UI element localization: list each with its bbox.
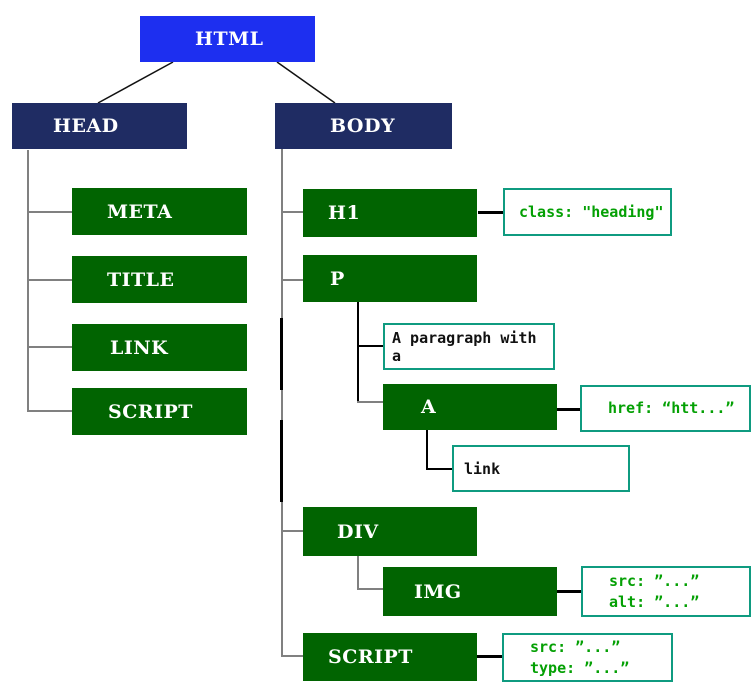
- node-link: LINK: [72, 324, 247, 371]
- annotation-img-attrs: src: ”...” alt: ”...”: [581, 566, 751, 617]
- body-trunk-line: [281, 148, 283, 656]
- annotation-a-href-text: href: “htt...”: [608, 399, 735, 417]
- edge-a-link-text: [426, 468, 452, 470]
- a-trunk-line: [426, 430, 428, 470]
- edge-div-img: [357, 588, 383, 590]
- node-head-script-label: SCRIPT: [108, 400, 193, 423]
- node-html-label: HTML: [195, 28, 264, 50]
- edge-img-annotation: [557, 590, 581, 593]
- node-head-label: HEAD: [53, 115, 119, 137]
- text-node-paragraph: A paragraph with a: [383, 323, 555, 370]
- node-head: HEAD: [12, 103, 187, 149]
- edge-h1-annotation: [478, 211, 503, 214]
- node-meta: META: [72, 188, 247, 235]
- node-title-label: TITLE: [107, 268, 175, 291]
- node-div: DIV: [303, 507, 477, 556]
- node-div-label: DIV: [337, 520, 379, 543]
- text-node-paragraph-label: A paragraph with a: [392, 328, 537, 365]
- node-body-script: SCRIPT: [303, 633, 477, 681]
- edge-body-p: [281, 279, 303, 281]
- div-trunk-line: [357, 556, 359, 590]
- node-body-label: BODY: [330, 115, 396, 137]
- edge-p-text: [357, 345, 383, 347]
- text-node-link: link: [452, 445, 630, 492]
- annotation-a-href: href: “htt...”: [580, 385, 751, 432]
- node-img-label: IMG: [414, 580, 462, 603]
- body-trunk-line-dark-2: [280, 420, 283, 502]
- annotation-h1-class-text: class: "heading": [519, 202, 664, 221]
- edge-p-a: [357, 401, 383, 403]
- node-body-script-label: SCRIPT: [328, 646, 413, 668]
- edge-body-div: [281, 530, 303, 532]
- node-meta-label: META: [107, 200, 173, 223]
- edge-head-meta: [27, 211, 72, 213]
- node-title: TITLE: [72, 256, 247, 303]
- annotation-script-attrs: src: ”...” type: ”...”: [502, 633, 673, 682]
- edge-html-body: [276, 61, 336, 104]
- annotation-img-src-text: src: ”...”: [609, 571, 700, 590]
- edge-head-link: [27, 346, 72, 348]
- p-trunk-line: [357, 302, 359, 402]
- node-h1-label: H1: [328, 202, 361, 224]
- node-head-script: SCRIPT: [72, 388, 247, 435]
- edge-body-h1: [281, 211, 303, 213]
- node-a: A: [383, 384, 557, 430]
- edge-html-head: [97, 61, 174, 104]
- text-node-link-label: link: [464, 459, 501, 478]
- node-html: HTML: [140, 16, 315, 62]
- annotation-script-type-text: type: ”...”: [530, 658, 630, 677]
- node-p-label: P: [330, 267, 345, 290]
- annotation-img-alt-text: alt: ”...”: [609, 592, 700, 611]
- annotation-h1-class: class: "heading": [503, 188, 672, 236]
- node-link-label: LINK: [110, 336, 169, 359]
- edge-body-script: [281, 655, 303, 657]
- edge-script-annotation: [477, 655, 502, 658]
- node-h1: H1: [303, 189, 477, 237]
- node-img: IMG: [383, 567, 557, 616]
- edge-head-title: [27, 279, 72, 281]
- node-a-label: A: [421, 396, 437, 418]
- annotation-script-src-text: src: ”...”: [530, 637, 621, 656]
- node-p: P: [303, 255, 477, 302]
- head-trunk-line: [27, 150, 29, 412]
- node-body: BODY: [275, 103, 452, 149]
- edge-a-annotation: [557, 408, 580, 411]
- body-trunk-line-dark-1: [280, 318, 283, 390]
- edge-head-script: [27, 410, 72, 412]
